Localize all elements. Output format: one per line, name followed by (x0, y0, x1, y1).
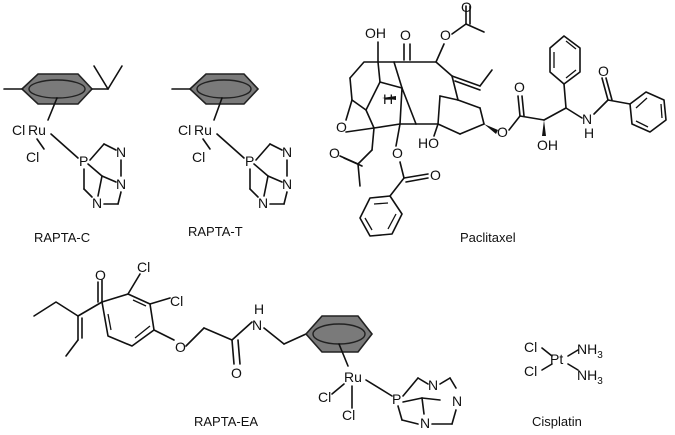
caption-rapta-ea: RAPTA-EA (194, 414, 258, 429)
cisplatin-structure: Cl Cl Pt NH3 NH3 Cisplatin (524, 339, 603, 429)
rapta-ea-amide-o: O (231, 365, 242, 381)
paclitaxel-benzoate-o1: O (392, 145, 403, 161)
caption-cisplatin: Cisplatin (532, 414, 582, 429)
cisplatin-cl1: Cl (524, 339, 537, 355)
paclitaxel-ketone-o: O (400, 27, 411, 43)
rapta-ea-ether-o: O (175, 339, 186, 355)
cisplatin-cl2: Cl (524, 363, 537, 379)
paclitaxel-ho-bottom: HO (418, 135, 439, 151)
rapta-ea-ketone-o: O (95, 267, 106, 283)
rapta-ea-n3: N (420, 415, 430, 431)
paclitaxel-ester-carbonyl-o: O (514, 79, 525, 95)
paclitaxel-side-oh: OH (537, 137, 558, 153)
rapta-c-n1-label: N (116, 144, 126, 160)
rapta-t-p-label: P (245, 153, 254, 169)
paclitaxel-phenyl-ring (549, 35, 581, 85)
rapta-c-structure: Ru Cl Cl P N N N RAPTA-C (3, 65, 126, 245)
rapta-t-n3-label: N (258, 195, 268, 211)
caption-rapta-t: RAPTA-T (188, 224, 243, 239)
paclitaxel-amide-o: O (598, 63, 609, 79)
caption-paclitaxel: Paclitaxel (460, 230, 516, 245)
rapta-ea-cl2: Cl (170, 293, 183, 309)
rapta-ea-arene-ring (304, 315, 374, 353)
rapta-c-n3-label: N (92, 195, 102, 211)
paclitaxel-structure: OH O O O (329, 0, 667, 245)
rapta-c-ru-label: Ru (28, 122, 46, 138)
rapta-c-n2-label: N (116, 176, 126, 192)
cisplatin-pt: Pt (550, 351, 563, 367)
paclitaxel-h-label: H (383, 91, 393, 107)
rapta-t-arene-ring (188, 73, 260, 105)
rapta-ea-n2: N (452, 393, 462, 409)
rapta-t-cl1-label: Cl (178, 122, 191, 138)
rapta-ea-amide-h: H (254, 301, 264, 317)
paclitaxel-acetate-o1: O (440, 27, 451, 43)
rapta-t-n2-label: N (282, 176, 292, 192)
rapta-t-cl2-label: Cl (192, 149, 205, 165)
paclitaxel-oh-top: OH (365, 25, 386, 41)
rapta-t-ru-label: Ru (194, 122, 212, 138)
cisplatin-nh3-top: NH3 (577, 341, 603, 361)
paclitaxel-ester-o: O (497, 124, 508, 140)
paclitaxel-oxetane-o: O (336, 119, 347, 135)
rapta-ea-amide-n: N (252, 317, 262, 333)
cisplatin-nh3-bottom: NH3 (577, 367, 603, 387)
rapta-ea-ru-label: Ru (344, 369, 362, 385)
paclitaxel-benzoyl-ring (359, 195, 403, 237)
paclitaxel-benzoate-o2: O (430, 167, 441, 183)
rapta-ea-structure: O Cl Cl O O N H Ru Cl Cl P N (33, 259, 462, 431)
paclitaxel-benzamide-ring (629, 91, 667, 133)
paclitaxel-acetate-o2: O (461, 0, 472, 15)
paclitaxel-acetate2-o: O (329, 145, 340, 161)
rapta-ea-cl1: Cl (137, 259, 150, 275)
rapta-ea-n1: N (428, 377, 438, 393)
rapta-c-cl1-label: Cl (12, 122, 25, 138)
rapta-ea-cl3: Cl (318, 389, 331, 405)
rapta-t-n1-label: N (282, 144, 292, 160)
rapta-t-structure: Ru Cl Cl P N N N RAPTA-T (171, 73, 292, 239)
caption-rapta-c: RAPTA-C (34, 230, 90, 245)
rapta-c-p-label: P (79, 153, 88, 169)
paclitaxel-amide-n: N (582, 111, 592, 127)
rapta-ea-phenyl-ring (101, 293, 155, 347)
rapta-c-cl2-label: Cl (26, 149, 39, 165)
rapta-ea-cl4: Cl (342, 407, 355, 423)
rapta-ea-p-label: P (392, 391, 401, 407)
paclitaxel-amide-h: H (584, 125, 594, 141)
